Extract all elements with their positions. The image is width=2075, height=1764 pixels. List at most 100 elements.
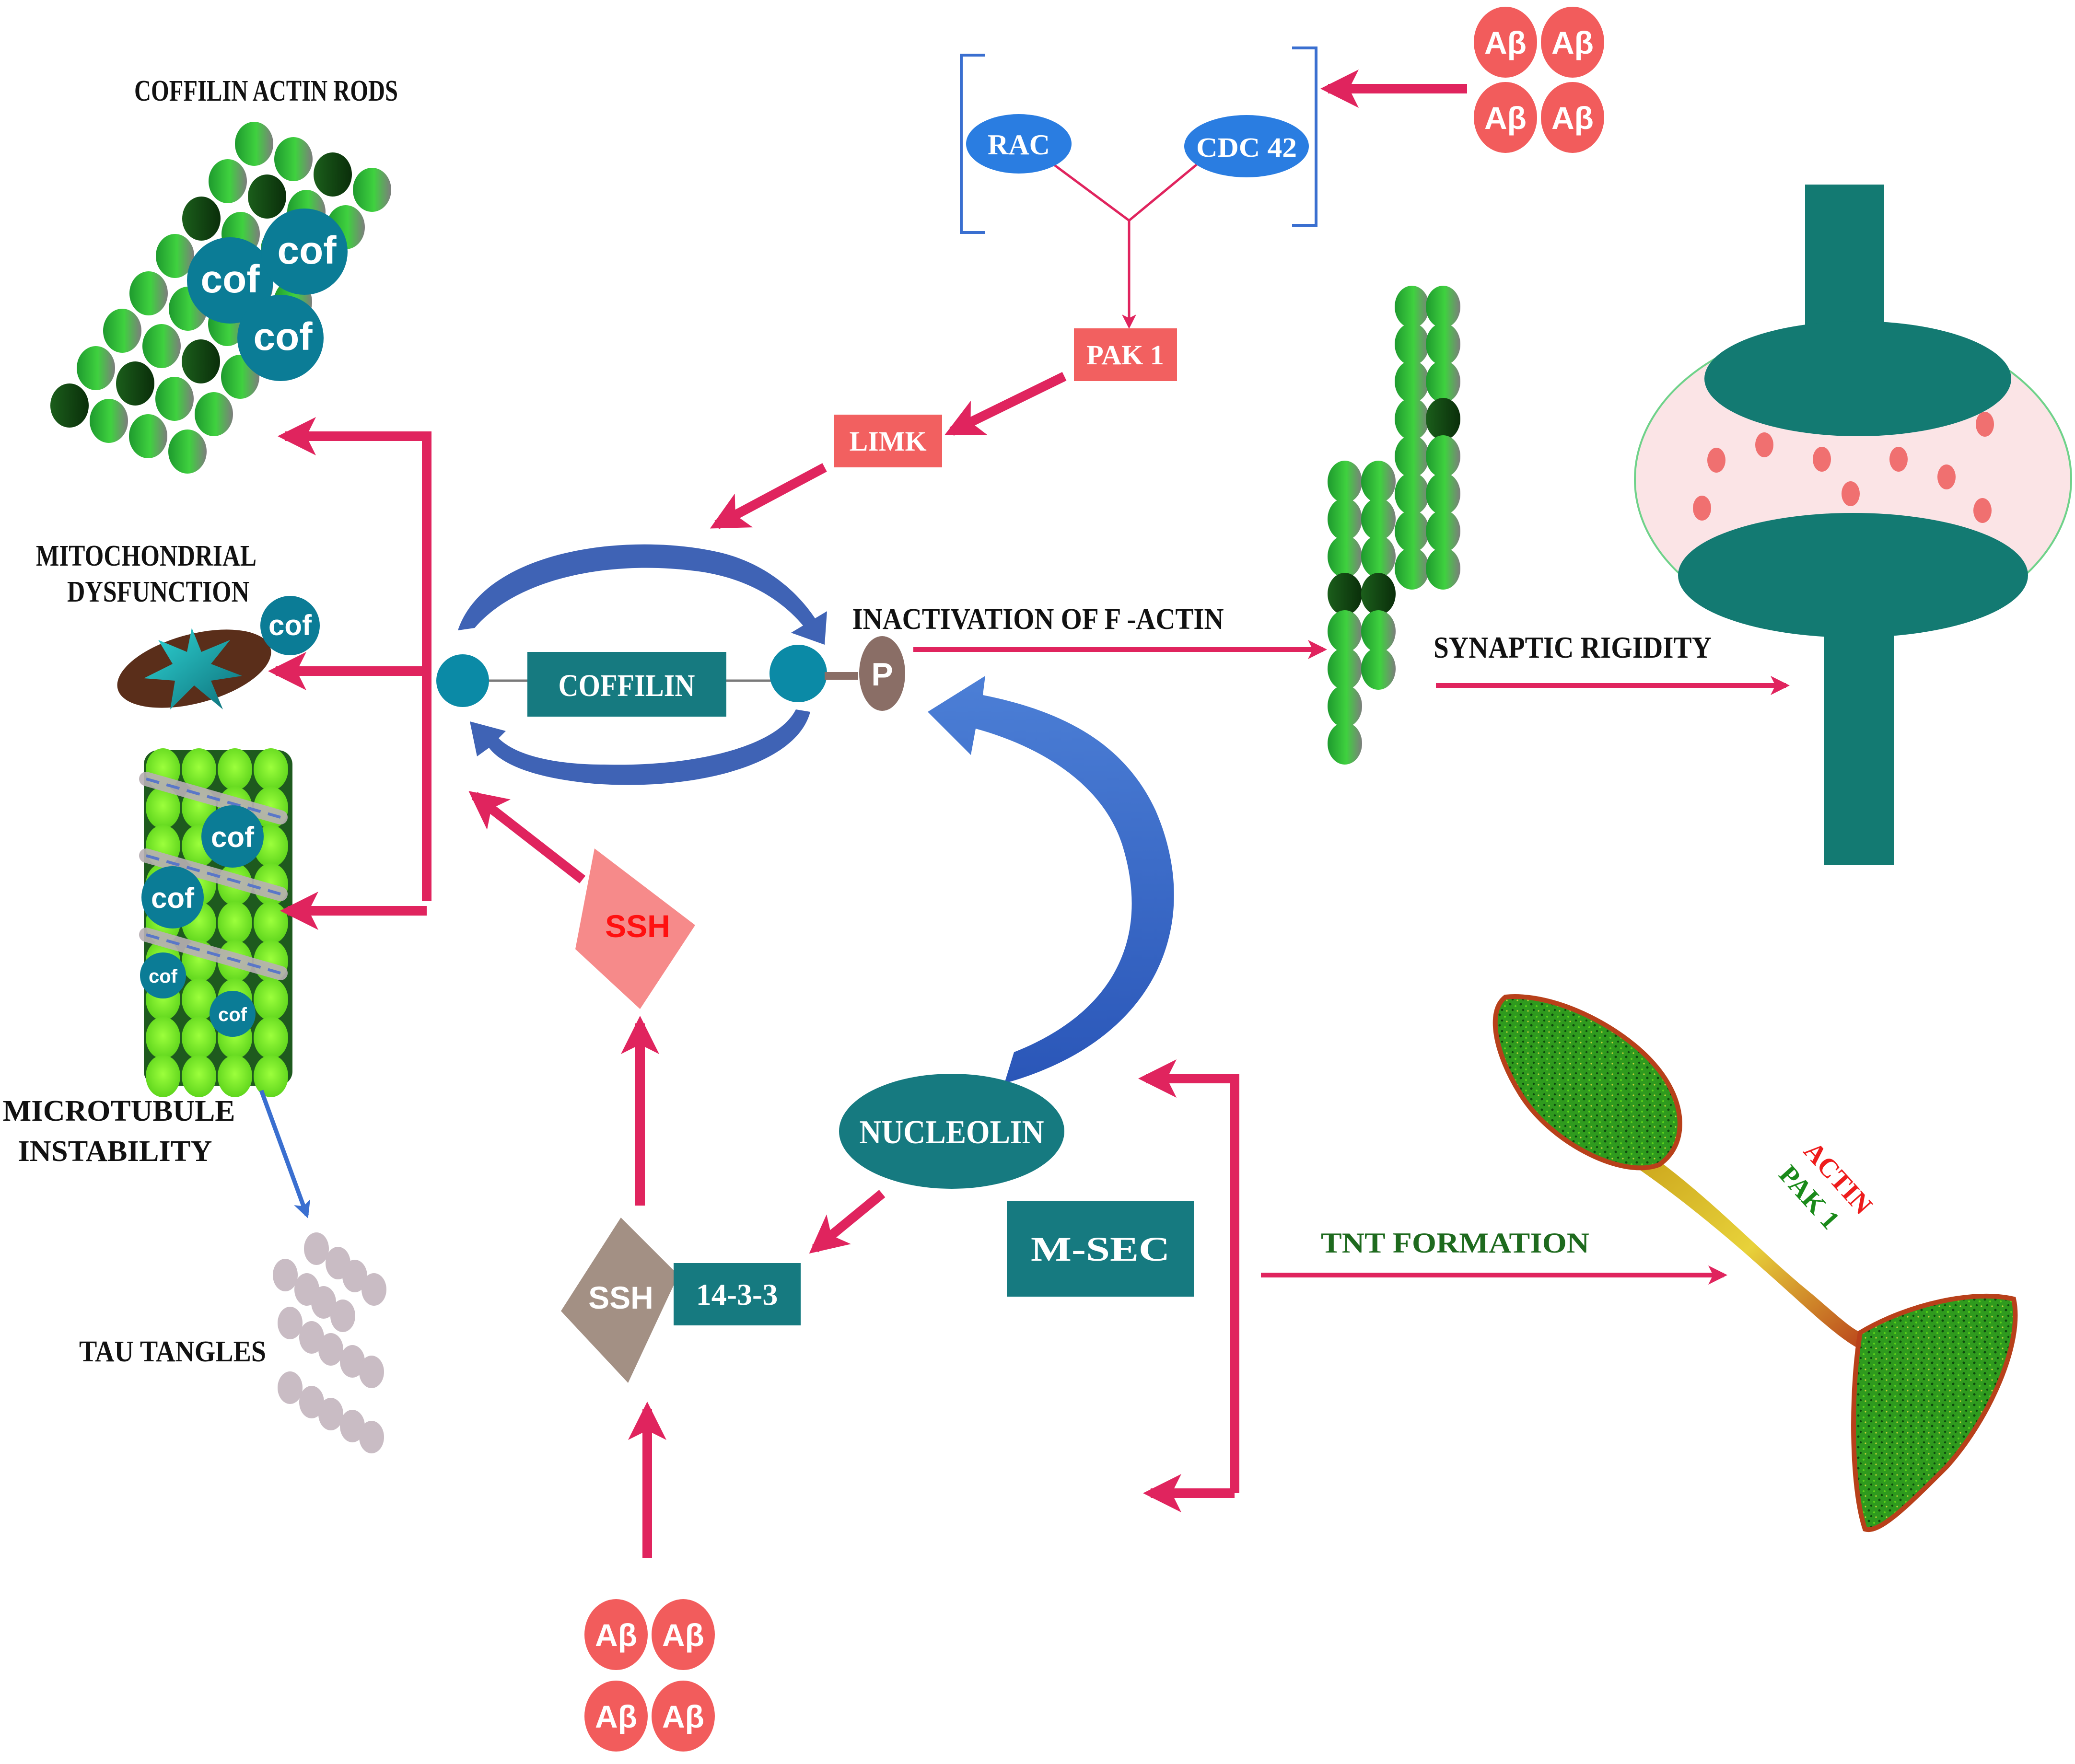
cof-circle <box>140 952 186 998</box>
arrow-limk-to-coffilin <box>710 463 827 529</box>
cof-circle <box>141 866 204 928</box>
tubulin-bead <box>254 978 288 1021</box>
f-actin-bead <box>1426 286 1460 328</box>
cof-label: cof <box>268 609 312 641</box>
f-actin-bead <box>1328 648 1362 690</box>
mitochondrion: cof <box>117 596 320 709</box>
cof-circle <box>187 237 273 324</box>
tau-strand <box>273 1259 355 1332</box>
f-actin-bead <box>1328 535 1362 578</box>
tubulin-bead <box>182 1055 216 1097</box>
rac-node <box>966 114 1072 174</box>
arrow-nucleolin-to-p <box>928 676 1174 1083</box>
abeta-label: Aβ <box>1551 100 1594 136</box>
f-actin-bead <box>1361 648 1396 690</box>
synaptic-vesicle <box>1813 447 1831 472</box>
rac-label: RAC <box>988 129 1050 161</box>
f-actin-bead <box>1361 573 1396 615</box>
tubulin-bead <box>146 787 180 829</box>
actin-bead <box>103 309 141 353</box>
cof-label: cof <box>201 257 260 301</box>
f-actin-bead <box>1395 398 1429 440</box>
abeta-circle <box>652 1681 715 1752</box>
cof-label: cof <box>218 1004 247 1025</box>
cof-label: cof <box>151 882 195 914</box>
label-tnt-formation: TNT FORMATION <box>1321 1227 1589 1259</box>
f-actin-bead <box>1395 473 1429 515</box>
neuron-axon <box>1625 1150 1870 1349</box>
actin-bead <box>182 197 221 241</box>
cof-label: cof <box>211 821 255 853</box>
actin-bead <box>209 159 247 203</box>
postsynaptic-dendrite <box>1824 623 1894 865</box>
label-synaptic-rigidity: SYNAPTIC RIGIDITY <box>1434 630 1712 664</box>
postsynaptic-density <box>1678 513 2028 638</box>
protein-1433-box <box>674 1263 801 1325</box>
abeta-circle <box>1541 82 1604 153</box>
f-actin-bead <box>1361 461 1396 503</box>
actin-bead <box>235 122 273 166</box>
f-actin-bead <box>1395 360 1429 403</box>
actin-bead <box>314 152 352 197</box>
tubulin-bead <box>218 748 252 790</box>
label-mitochondrial: MITOCHONDRIAL <box>36 540 256 572</box>
msec-label: M-SEC <box>1031 1230 1170 1268</box>
label-coffilin-actin-rods: COFFILIN ACTIN RODS <box>134 75 398 107</box>
cof-label: cof <box>149 966 178 987</box>
tau-strand <box>146 933 281 975</box>
protein-1433-label: 14-3-3 <box>696 1277 778 1311</box>
arrow-to-actin-rods <box>278 417 431 901</box>
abeta-label: Aβ <box>595 1699 637 1734</box>
f-actin-bead <box>1426 435 1460 477</box>
mitochondrion-star <box>144 628 242 709</box>
actin-bead <box>168 429 207 474</box>
f-actin-bead <box>1395 323 1429 365</box>
abeta-circle <box>652 1599 715 1670</box>
synaptic-vesicle <box>1976 412 1994 437</box>
f-actin-bead <box>1395 547 1429 590</box>
abeta-label: Aβ <box>1484 100 1527 136</box>
ssh-label-bottom: SSH <box>588 1280 653 1315</box>
tubulin-bead <box>182 978 216 1021</box>
pak1-label: PAK 1 <box>1086 339 1164 371</box>
tau-strand <box>304 1232 386 1306</box>
f-actin-bead <box>1426 547 1460 590</box>
f-actin-bead <box>1328 610 1362 652</box>
f-actin-bead <box>1426 398 1460 440</box>
synaptic-vesicle <box>1755 432 1773 457</box>
cdc42-node <box>1184 115 1309 177</box>
coffilin-label: COFFILIN <box>559 668 695 703</box>
cof-circle <box>201 805 264 868</box>
cof-label: cof <box>254 315 313 359</box>
abeta-circle <box>1474 7 1537 78</box>
f-actin-bead <box>1395 435 1429 477</box>
cycle-arrow-top <box>458 544 827 645</box>
abeta-label: Aβ <box>595 1617 637 1653</box>
f-actin-bead <box>1361 535 1396 578</box>
f-actin-bead <box>1328 685 1362 727</box>
label-instability: INSTABILITY <box>18 1135 212 1168</box>
actin-bead <box>129 414 167 458</box>
actin-bead <box>195 392 233 436</box>
ssh-diamond-top <box>575 848 695 1009</box>
label-tau-tangles: TAU TANGLES <box>79 1335 266 1368</box>
cof-circle <box>261 209 348 295</box>
nucleolin-node <box>839 1074 1064 1189</box>
tau-strand <box>146 854 281 895</box>
phosphate-p-node <box>859 636 905 711</box>
actin-bead <box>182 339 220 383</box>
synaptic-vesicle <box>1707 448 1725 473</box>
cof-cluster: cof cof cof <box>187 209 348 381</box>
coffilin-active-node <box>436 654 489 707</box>
tau-strand <box>146 778 281 819</box>
tubulin-bead <box>218 902 252 944</box>
tubulin-bead <box>146 1017 180 1059</box>
actin-bead <box>77 346 115 390</box>
actin-bead <box>116 361 154 406</box>
f-actin-bead <box>1395 510 1429 552</box>
f-actin-filaments <box>1328 286 1460 765</box>
abeta-label: Aβ <box>1484 25 1527 60</box>
neuron-cell-top <box>1492 994 1682 1171</box>
tau-tangles <box>273 1232 386 1453</box>
label-inactivation-f-actin: INACTIVATION OF F -ACTIN <box>852 603 1224 636</box>
